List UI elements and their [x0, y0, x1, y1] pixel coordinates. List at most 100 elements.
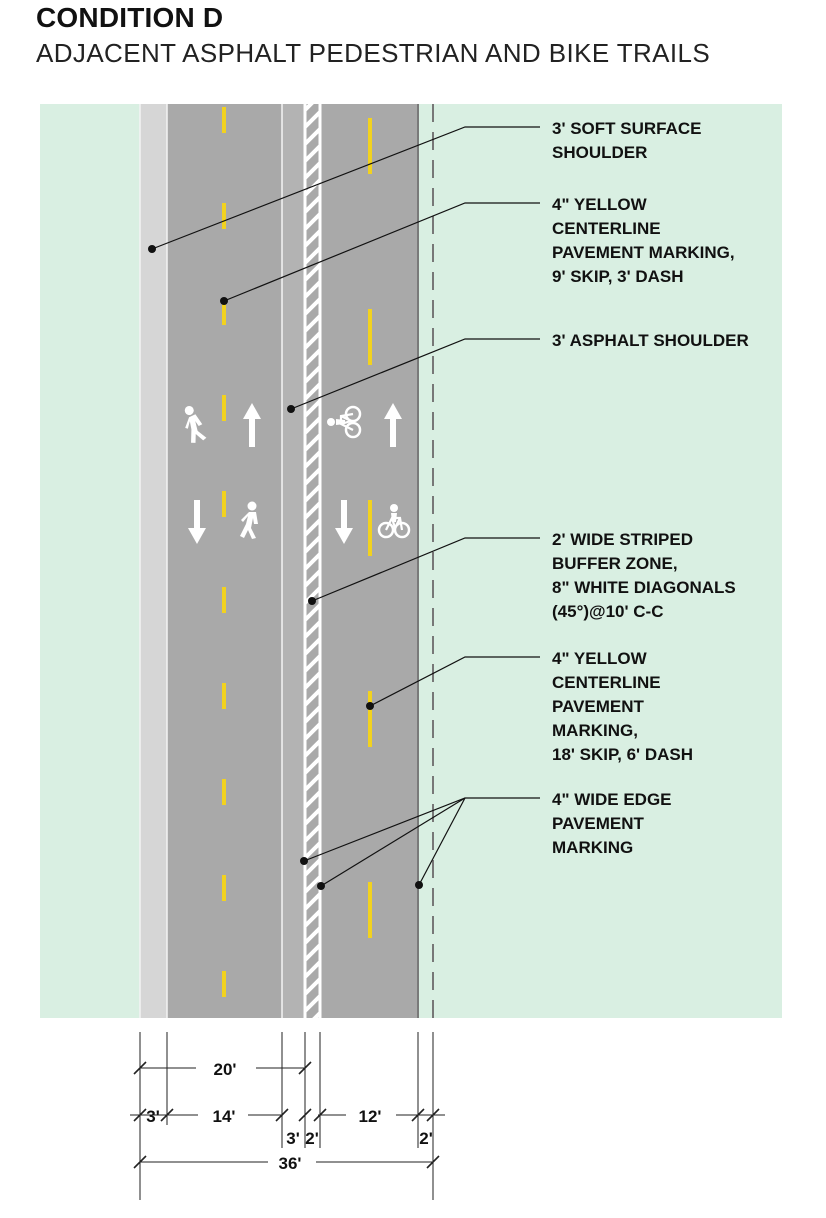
dimension-tick	[411, 1108, 425, 1122]
buffer-diagonal-stripe	[305, 297, 320, 316]
buffer-diagonal-stripe	[305, 450, 320, 469]
callout-line: 4" YELLOW	[552, 649, 648, 668]
leader-dot	[366, 702, 374, 710]
buffer-diagonal-stripe	[305, 246, 320, 265]
pedestrian-lane	[167, 104, 282, 1018]
callout-line: PAVEMENT	[552, 697, 645, 716]
buffer-diagonal-stripe	[305, 688, 320, 707]
dimension-label: 3'	[286, 1129, 300, 1148]
dimension-tick	[426, 1155, 440, 1169]
dimension-label: 36'	[279, 1154, 302, 1173]
buffer-diagonal-stripe	[305, 773, 320, 792]
callout-line: 3' ASPHALT SHOULDER	[552, 331, 749, 350]
leader-edge-marking	[418, 797, 466, 886]
buffer-diagonal-stripe	[305, 824, 320, 843]
dimension-tick	[133, 1061, 147, 1075]
buffer-diagonal-stripe	[305, 841, 320, 860]
page-subtitle: ADJACENT ASPHALT PEDESTRIAN AND BIKE TRA…	[36, 38, 711, 68]
buffer-diagonal-stripe	[305, 960, 320, 979]
buffer-diagonal-stripe	[305, 382, 320, 401]
leader-bike-centerline	[369, 656, 540, 707]
callout-bike-centerline: 4" YELLOW CENTERLINE PAVEMENT MARKING, 18' S…	[552, 649, 693, 764]
dimension-label: 12'	[359, 1107, 382, 1126]
buffer-diagonal-stripe	[305, 790, 320, 809]
buffer-diagonal-stripe	[305, 875, 320, 894]
buffer-diagonal-stripe	[305, 705, 320, 724]
buffer-diagonal-stripe	[305, 943, 320, 962]
dimension-tick	[133, 1155, 147, 1169]
buffer-diagonal-stripe	[305, 212, 320, 231]
buffer-diagonal-stripe	[305, 104, 314, 112]
buffer-diagonal-stripe	[305, 314, 320, 333]
callout-line: CENTERLINE	[552, 219, 661, 238]
buffer-diagonal-stripe	[305, 484, 320, 503]
dimension-tick	[298, 1061, 312, 1075]
dimension-label: 3'	[146, 1107, 160, 1126]
buffer-diagonal-stripe	[305, 807, 320, 826]
buffer-diagonal-stripe	[305, 263, 320, 282]
buffer-diagonal-stripe	[305, 756, 320, 775]
buffer-diagonal-stripe	[305, 433, 320, 452]
callout-line: 2' WIDE STRIPED	[552, 530, 693, 549]
buffer-diagonal-stripe	[305, 977, 320, 996]
buffer-diagonal-stripe	[305, 501, 320, 520]
buffer-diagonal-stripe	[305, 926, 320, 945]
callout-line: BUFFER ZONE,	[552, 554, 678, 573]
callout-line: MARKING,	[552, 721, 638, 740]
buffer-diagonal-stripe	[305, 229, 320, 248]
buffer-diagonal-stripe	[305, 909, 320, 928]
leader-dot	[415, 881, 423, 889]
buffer-diagonal-stripe	[305, 348, 320, 367]
dimension-tick	[298, 1108, 312, 1122]
buffer-diagonal-stripe	[305, 416, 320, 435]
buffer-diagonal-stripe	[305, 722, 320, 741]
dimension-tick	[160, 1108, 174, 1122]
dimension-label: 2'	[419, 1129, 433, 1148]
buffer-diagonal-stripe	[305, 161, 320, 180]
buffer-diagonal-stripe	[305, 620, 320, 639]
callout-line: 3' SOFT SURFACE	[552, 119, 702, 138]
callout-line: CENTERLINE	[552, 673, 661, 692]
callout-line: MARKING	[552, 838, 633, 857]
buffer-diagonal-stripe	[305, 892, 320, 911]
asphalt-shoulder	[282, 104, 305, 1018]
buffer-diagonal-stripe	[305, 144, 320, 163]
buffer-diagonal-stripe	[305, 603, 320, 622]
buffer-diagonals	[305, 104, 320, 1018]
buffer-diagonal-stripe	[305, 858, 320, 877]
callout-line: SHOULDER	[552, 143, 647, 162]
page-title: CONDITION D	[36, 2, 224, 33]
buffer-diagonal-stripe	[305, 399, 320, 418]
buffer-diagonal-stripe	[305, 127, 320, 146]
buffer-diagonal-stripe	[305, 518, 320, 537]
callout-asphalt-shoulder: 3' ASPHALT SHOULDER	[552, 331, 749, 350]
dimension-label: 14'	[213, 1107, 236, 1126]
buffer-diagonal-stripe	[305, 552, 320, 571]
callout-line: 4" YELLOW	[552, 195, 648, 214]
bike-lane	[320, 104, 418, 1018]
buffer-diagonal-stripe	[312, 1011, 320, 1018]
buffer-diagonal-stripe	[305, 654, 320, 673]
buffer-diagonal-stripe	[305, 586, 320, 605]
dimension-label: 20'	[214, 1060, 237, 1079]
leader-edge-marking	[320, 797, 466, 887]
callout-line: (45°)@10' C-C	[552, 602, 664, 621]
dimension-tick	[313, 1108, 327, 1122]
callout-line: PAVEMENT MARKING,	[552, 243, 735, 262]
soft-surface-shoulder	[140, 104, 167, 1018]
dimension-tick	[426, 1108, 440, 1122]
leader-buffer-zone	[311, 537, 540, 602]
leader-dot	[300, 857, 308, 865]
buffer-diagonal-stripe	[305, 637, 320, 656]
buffer-diagonal-stripe	[305, 280, 320, 299]
buffer-diagonal-stripe	[305, 110, 320, 129]
leader-ped-centerline	[223, 202, 540, 302]
leader-dot	[148, 245, 156, 253]
callout-line: 18' SKIP, 6' DASH	[552, 745, 693, 764]
leader-dot	[287, 405, 295, 413]
buffer-diagonal-stripe	[305, 365, 320, 384]
